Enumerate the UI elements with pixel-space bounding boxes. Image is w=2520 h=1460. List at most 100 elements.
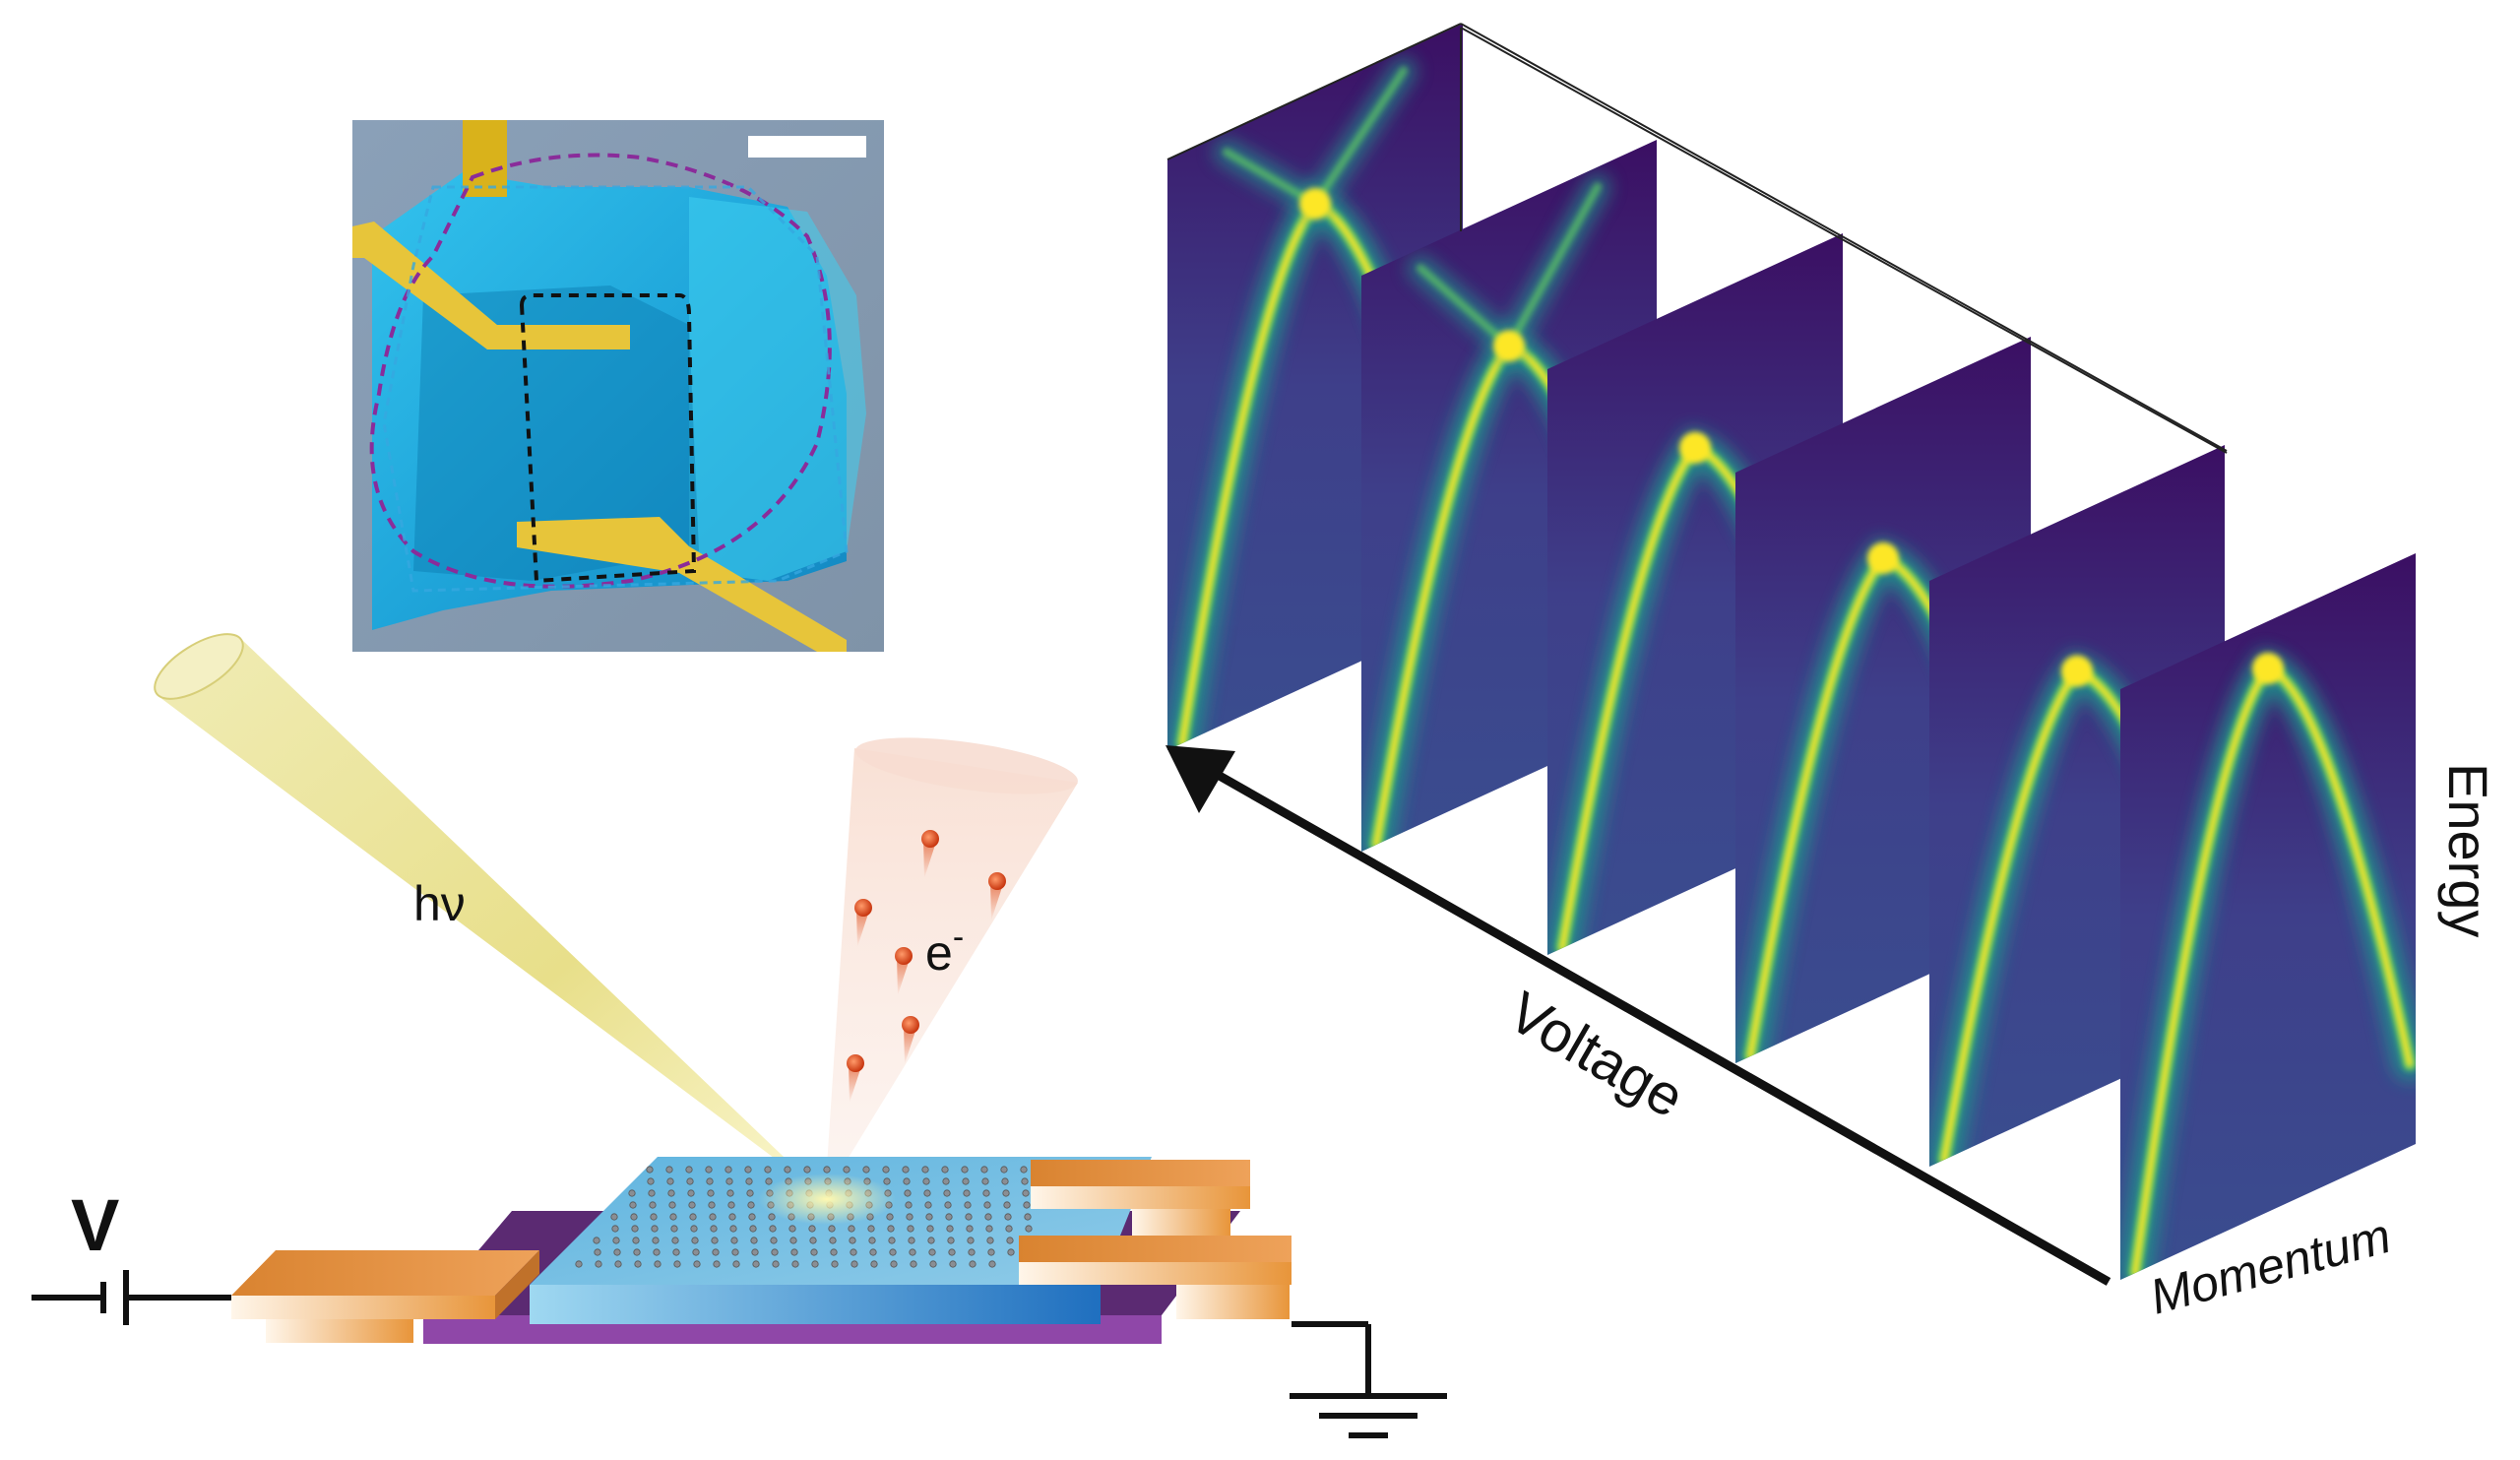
lattice-atom bbox=[747, 1201, 755, 1209]
lattice-atom bbox=[985, 1225, 993, 1233]
right-electrode-top bbox=[1031, 1160, 1250, 1186]
lattice-atom bbox=[982, 1189, 990, 1197]
lattice-atom bbox=[692, 1248, 700, 1256]
lattice-atom bbox=[614, 1260, 622, 1268]
lattice-atom bbox=[634, 1260, 642, 1268]
lattice-atom bbox=[611, 1225, 619, 1233]
lattice-atom bbox=[1021, 1177, 1029, 1185]
lattice-atom bbox=[890, 1260, 898, 1268]
lattice-atom bbox=[803, 1166, 811, 1174]
electron-dot bbox=[921, 830, 939, 848]
lattice-atom bbox=[771, 1248, 779, 1256]
lattice-atom bbox=[850, 1248, 857, 1256]
lattice-atom bbox=[731, 1248, 739, 1256]
lattice-atom bbox=[668, 1201, 676, 1209]
lattice-atom bbox=[653, 1248, 661, 1256]
lattice-atom bbox=[632, 1237, 640, 1244]
scale-bar bbox=[748, 136, 866, 158]
electron-trail bbox=[856, 908, 870, 947]
lattice-atom bbox=[810, 1248, 818, 1256]
lattice-atom bbox=[748, 1213, 756, 1221]
lattice-atom bbox=[968, 1248, 976, 1256]
lattice-atom bbox=[708, 1201, 716, 1209]
lattice-atom bbox=[831, 1260, 839, 1268]
lattice-atom bbox=[943, 1189, 951, 1197]
lattice-atom bbox=[788, 1225, 796, 1233]
lattice-atom bbox=[705, 1166, 713, 1174]
lattice-atom bbox=[927, 1237, 935, 1244]
lattice-atom bbox=[849, 1237, 856, 1244]
lattice-atom bbox=[963, 1189, 971, 1197]
lattice-atom bbox=[808, 1225, 816, 1233]
lattice-atom bbox=[924, 1201, 932, 1209]
lattice-atom bbox=[789, 1237, 797, 1244]
micrograph-inset bbox=[352, 120, 884, 652]
lattice-atom bbox=[687, 1189, 695, 1197]
lattice-atom bbox=[923, 1189, 931, 1197]
lattice-atom bbox=[693, 1260, 701, 1268]
lattice-atom bbox=[925, 1213, 933, 1221]
lattice-atom bbox=[908, 1237, 915, 1244]
lattice-atom bbox=[986, 1237, 994, 1244]
lattice-atom bbox=[944, 1201, 952, 1209]
photon-beam bbox=[156, 640, 825, 1196]
lattice-atom bbox=[830, 1248, 838, 1256]
spectrum-stack bbox=[1166, 23, 2416, 1280]
lattice-atom bbox=[652, 1237, 660, 1244]
dashed-outline-purple bbox=[369, 153, 832, 589]
lattice-atom bbox=[690, 1225, 698, 1233]
lattice-atom bbox=[732, 1260, 740, 1268]
lattice-atom bbox=[1023, 1201, 1031, 1209]
lattice-atom bbox=[1020, 1166, 1028, 1174]
lattice-atom bbox=[790, 1248, 798, 1256]
lattice-atom bbox=[961, 1166, 969, 1174]
photoelectrons bbox=[847, 830, 1006, 1103]
ground-symbol bbox=[1290, 1321, 1447, 1438]
lattice-atom bbox=[966, 1225, 974, 1233]
lattice-atom bbox=[707, 1189, 715, 1197]
lattice-atom bbox=[665, 1166, 673, 1174]
lattice-atom bbox=[907, 1225, 914, 1233]
lattice-atom bbox=[823, 1166, 831, 1174]
right-electrode-bottom bbox=[1019, 1236, 1292, 1262]
lattice-atom bbox=[670, 1225, 678, 1233]
lattice-atom bbox=[987, 1248, 995, 1256]
lattice-atom bbox=[965, 1213, 973, 1221]
lattice-atom bbox=[1024, 1213, 1032, 1221]
lattice-atom bbox=[726, 1189, 734, 1197]
lattice-atom bbox=[631, 1225, 639, 1233]
electron-trail bbox=[904, 1025, 917, 1064]
lattice-atom bbox=[867, 1225, 875, 1233]
lattice-atom bbox=[942, 1177, 950, 1185]
lattice-atom bbox=[1007, 1248, 1015, 1256]
lattice-atom bbox=[612, 1237, 620, 1244]
lattice-atom bbox=[686, 1177, 694, 1185]
lattice-atom bbox=[667, 1189, 675, 1197]
lattice-atom bbox=[889, 1248, 897, 1256]
lattice-atom bbox=[712, 1248, 720, 1256]
lattice-atom bbox=[906, 1213, 914, 1221]
contact-top bbox=[463, 120, 507, 197]
lattice-atom bbox=[669, 1213, 677, 1221]
lattice-atom bbox=[983, 1201, 991, 1209]
lattice-atom bbox=[1000, 1166, 1008, 1174]
lattice-atom bbox=[828, 1225, 836, 1233]
lattice-atom bbox=[666, 1177, 674, 1185]
lattice-atom bbox=[713, 1260, 721, 1268]
lattice-atom bbox=[633, 1248, 641, 1256]
lattice-atom bbox=[1004, 1213, 1012, 1221]
lattice-atom bbox=[883, 1177, 891, 1185]
electron-trail bbox=[897, 956, 911, 995]
lattice-atom bbox=[628, 1189, 636, 1197]
lattice-atom bbox=[671, 1237, 679, 1244]
lattice-atom bbox=[784, 1166, 791, 1174]
lattice-atom bbox=[750, 1237, 758, 1244]
electron-dot bbox=[988, 872, 1006, 890]
lattice-atom bbox=[903, 1177, 911, 1185]
lattice-atom bbox=[688, 1201, 696, 1209]
lattice-atom bbox=[949, 1260, 957, 1268]
lattice-atom bbox=[711, 1237, 719, 1244]
lattice-atom bbox=[689, 1213, 697, 1221]
lattice-atom bbox=[745, 1177, 753, 1185]
lattice-atom bbox=[593, 1237, 600, 1244]
